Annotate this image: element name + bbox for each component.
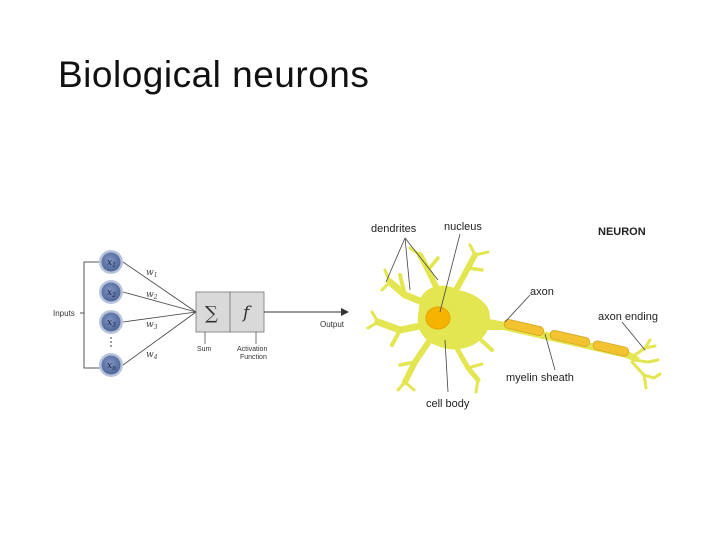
axon-ending-label: axon ending xyxy=(598,311,658,323)
svg-text:x3: x3 xyxy=(107,318,116,329)
cell-body-pointer xyxy=(444,339,449,393)
inputs-label: Inputs xyxy=(53,309,75,318)
activation-label-line1: Activation xyxy=(237,346,267,353)
input-node-2: x2 xyxy=(99,280,123,304)
input-connections xyxy=(122,261,197,366)
nucleus-pointer xyxy=(439,233,461,313)
input-node-1: x1 xyxy=(99,250,123,274)
nucleus-shape xyxy=(425,306,451,330)
dendrites-pointer-1 xyxy=(385,237,406,283)
activation-symbol: f xyxy=(241,303,252,323)
neuron-title: NEURON xyxy=(598,226,646,238)
inputs-bracket xyxy=(83,261,100,369)
myelin-sheath-label: myelin sheath xyxy=(506,372,574,384)
svg-text:xn: xn xyxy=(107,361,116,372)
sum-label: Sum xyxy=(197,346,212,353)
connection-1 xyxy=(122,261,197,313)
connection-2 xyxy=(122,291,197,313)
cell-body-shape xyxy=(417,285,490,350)
nucleus-label: nucleus xyxy=(444,221,482,233)
myelin-segments xyxy=(503,319,630,357)
axon-pointer xyxy=(504,294,531,323)
callout-lines xyxy=(385,233,646,393)
connection-3 xyxy=(122,311,197,323)
weight-2: w2 xyxy=(146,290,158,301)
axon-label: axon xyxy=(530,286,554,298)
cell-body-label: cell body xyxy=(426,398,470,410)
input-ellipsis xyxy=(110,337,112,347)
weight-1: w1 xyxy=(146,268,158,279)
connection-4 xyxy=(122,311,197,366)
dendrites-label: dendrites xyxy=(371,223,417,235)
output-label: Output xyxy=(320,320,345,329)
axon-terminals xyxy=(630,338,662,390)
axon-ending-pointer xyxy=(621,321,646,351)
slide-title: Biological neurons xyxy=(58,54,370,95)
weight-3: w3 xyxy=(146,320,158,331)
input-node-3: x3 xyxy=(99,310,123,334)
svg-text:x1: x1 xyxy=(107,258,116,269)
activation-label-line2: Function xyxy=(240,354,267,361)
input-node-n: xn xyxy=(99,353,123,377)
neuron-illustration: NEURON xyxy=(366,221,662,410)
svg-text:x2: x2 xyxy=(107,288,116,299)
myelin-pointer xyxy=(544,333,556,371)
dendrites-pointer-2 xyxy=(404,237,411,291)
sum-box xyxy=(195,291,231,333)
dendrites-pointer-3 xyxy=(404,237,439,281)
sum-symbol: ∑ xyxy=(205,303,218,324)
weight-4: w4 xyxy=(146,350,158,361)
perceptron-diagram: Inputs x1 x2 x3 xyxy=(53,250,349,377)
activation-box xyxy=(229,291,265,333)
